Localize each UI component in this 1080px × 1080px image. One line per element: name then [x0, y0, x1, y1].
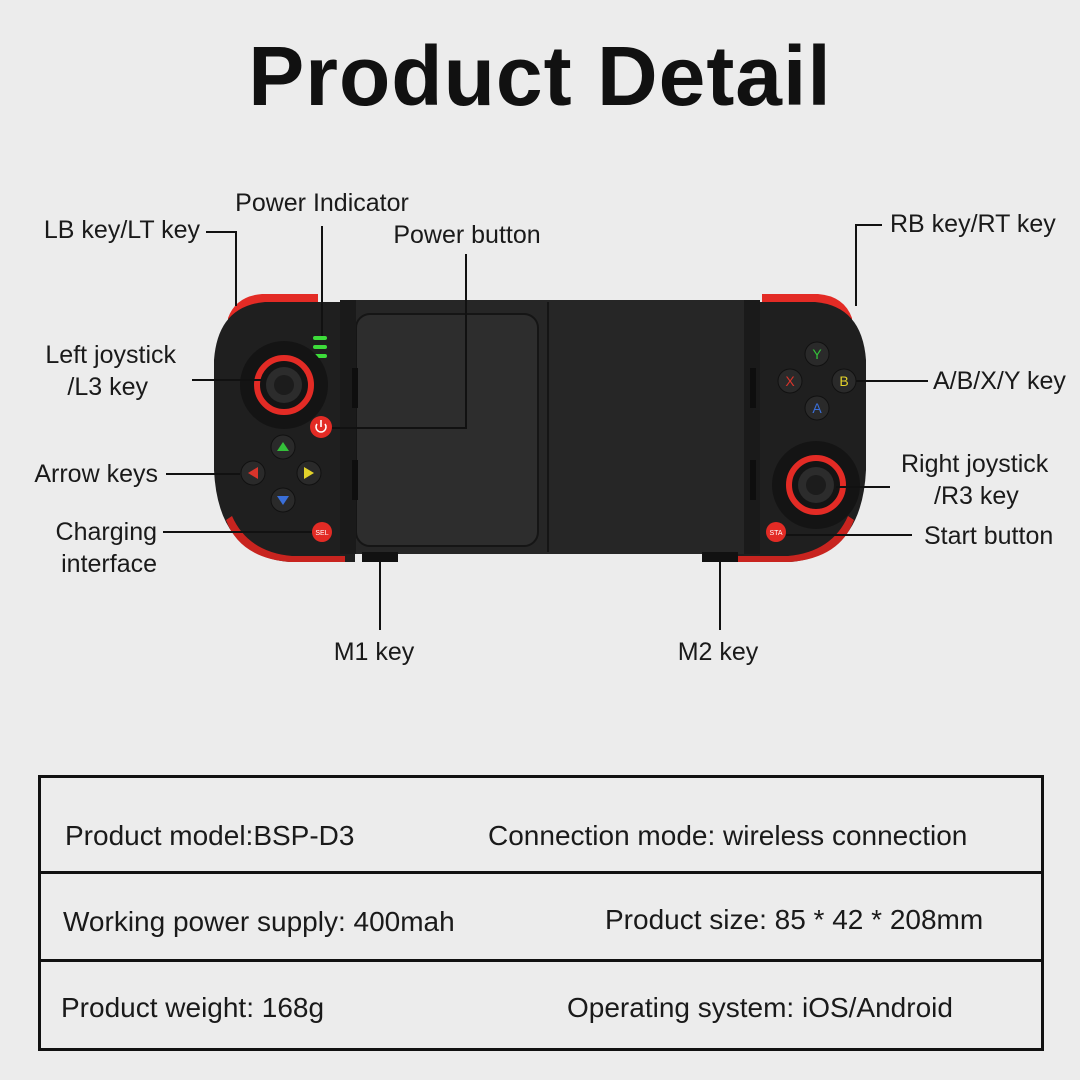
- b-text: B: [839, 373, 848, 389]
- spec-table: Product model:BSP-D3 Connection mode: wi…: [38, 775, 1044, 1051]
- page-title: Product Detail: [248, 29, 832, 123]
- spec-os: Operating system: iOS/Android: [567, 992, 953, 1023]
- spec-connection: Connection mode: wireless connection: [488, 820, 968, 851]
- right-joystick-ring: [786, 455, 846, 515]
- a-text: A: [812, 400, 822, 416]
- spec-power-supply: Working power supply: 400mah: [63, 906, 455, 937]
- y-text: Y: [812, 346, 822, 362]
- label-left-joystick-line1: Left joystick: [45, 341, 176, 369]
- led-1: [313, 336, 327, 340]
- label-arrow-keys: Arrow keys: [34, 460, 158, 488]
- label-power-indicator: Power Indicator: [235, 189, 409, 217]
- label-charging-line2: interface: [61, 550, 157, 578]
- leader-lines: [163, 224, 928, 630]
- sta-text: STA: [769, 530, 782, 537]
- label-lb-key: LB key/LT key: [43, 216, 200, 244]
- spec-weight: Product weight: 168g: [61, 992, 325, 1023]
- label-right-joystick-line1: Right joystick: [901, 450, 1049, 478]
- right-grip-red-edge: [735, 516, 854, 562]
- label-right-joystick-line2: /R3 key: [934, 482, 1019, 510]
- label-charging-line1: Charging: [55, 518, 157, 546]
- spec-row-1: Product model:BSP-D3 Connection mode: wi…: [41, 778, 1041, 874]
- spec-size: Product size: 85 * 42 * 208mm: [605, 904, 984, 935]
- select-button: [312, 522, 332, 542]
- spec-row-3: Product weight: 168g Operating system: i…: [41, 962, 1041, 1048]
- phone-clamp-pad: [355, 313, 539, 547]
- label-rb-key: RB key/RT key: [890, 210, 1056, 238]
- m1-key: [362, 552, 398, 562]
- leader-rb: [855, 224, 882, 306]
- spec-model: Product model:BSP-D3: [65, 820, 355, 851]
- right-rail: [744, 300, 760, 554]
- left-joystick-ring: [254, 355, 314, 415]
- led-2: [313, 345, 327, 349]
- x-button: [777, 368, 803, 394]
- m2-key: [702, 552, 738, 562]
- spec-row-2: Working power supply: 400mah Product siz…: [41, 874, 1041, 962]
- a-button: [804, 395, 830, 421]
- label-m2-key: M2 key: [677, 638, 759, 666]
- label-m1-key: M1 key: [333, 638, 415, 666]
- label-abxy-key: A/B/X/Y key: [933, 367, 1066, 395]
- label-left-joystick-line2: /L3 key: [67, 373, 148, 401]
- left-grip-red-edge: [226, 516, 345, 562]
- x-text: X: [785, 373, 795, 389]
- start-button: [766, 522, 786, 542]
- controller-diagram: SEL STA Y X B A: [163, 224, 928, 630]
- label-start-button: Start button: [924, 522, 1054, 550]
- leader-lb: [206, 231, 237, 306]
- sel-text: SEL: [315, 530, 328, 537]
- label-power-button: Power button: [393, 221, 541, 249]
- leader-power-button: [332, 254, 467, 429]
- y-button: [804, 341, 830, 367]
